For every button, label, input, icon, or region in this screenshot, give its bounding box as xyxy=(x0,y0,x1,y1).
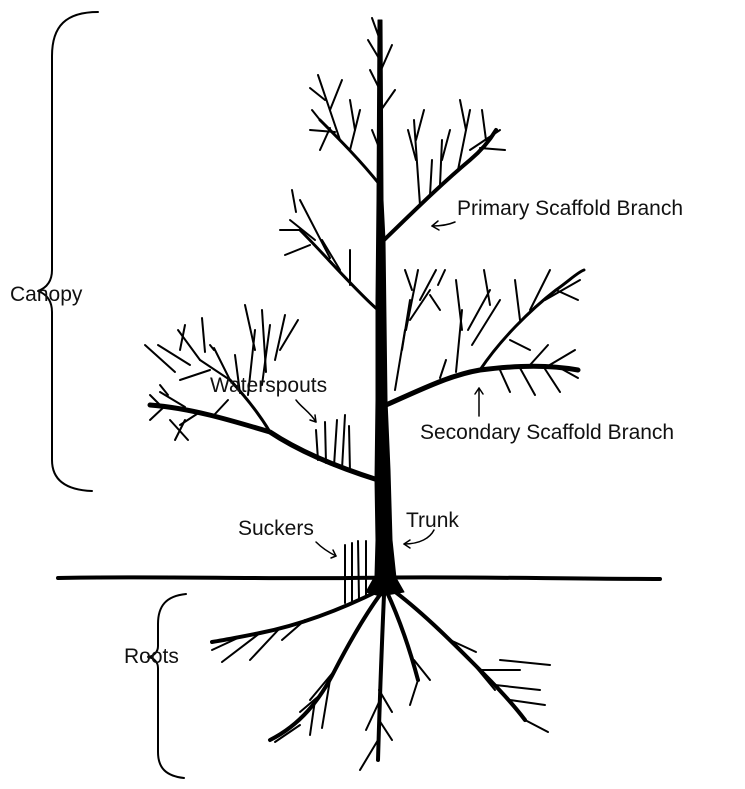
secondary-scaffold-branch-label: Secondary Scaffold Branch xyxy=(420,422,674,443)
roots-bracket xyxy=(148,594,186,778)
primary-scaffold-branch-label: Primary Scaffold Branch xyxy=(457,198,683,219)
waterspouts-label: Waterspouts xyxy=(210,375,327,396)
suckers xyxy=(345,541,366,603)
suckers-label: Suckers xyxy=(238,518,314,539)
trunk xyxy=(366,20,404,596)
middle-left-branch xyxy=(280,190,378,310)
upper-left-branch xyxy=(310,75,380,185)
roots-label: Roots xyxy=(124,646,179,667)
canopy-bracket xyxy=(38,12,98,491)
canopy-label: Canopy xyxy=(10,284,82,305)
right-middle-upper-twigs xyxy=(395,270,445,390)
roots xyxy=(212,588,550,770)
trunk-label: Trunk xyxy=(406,510,459,531)
secondary-scaffold-branch xyxy=(386,270,584,405)
